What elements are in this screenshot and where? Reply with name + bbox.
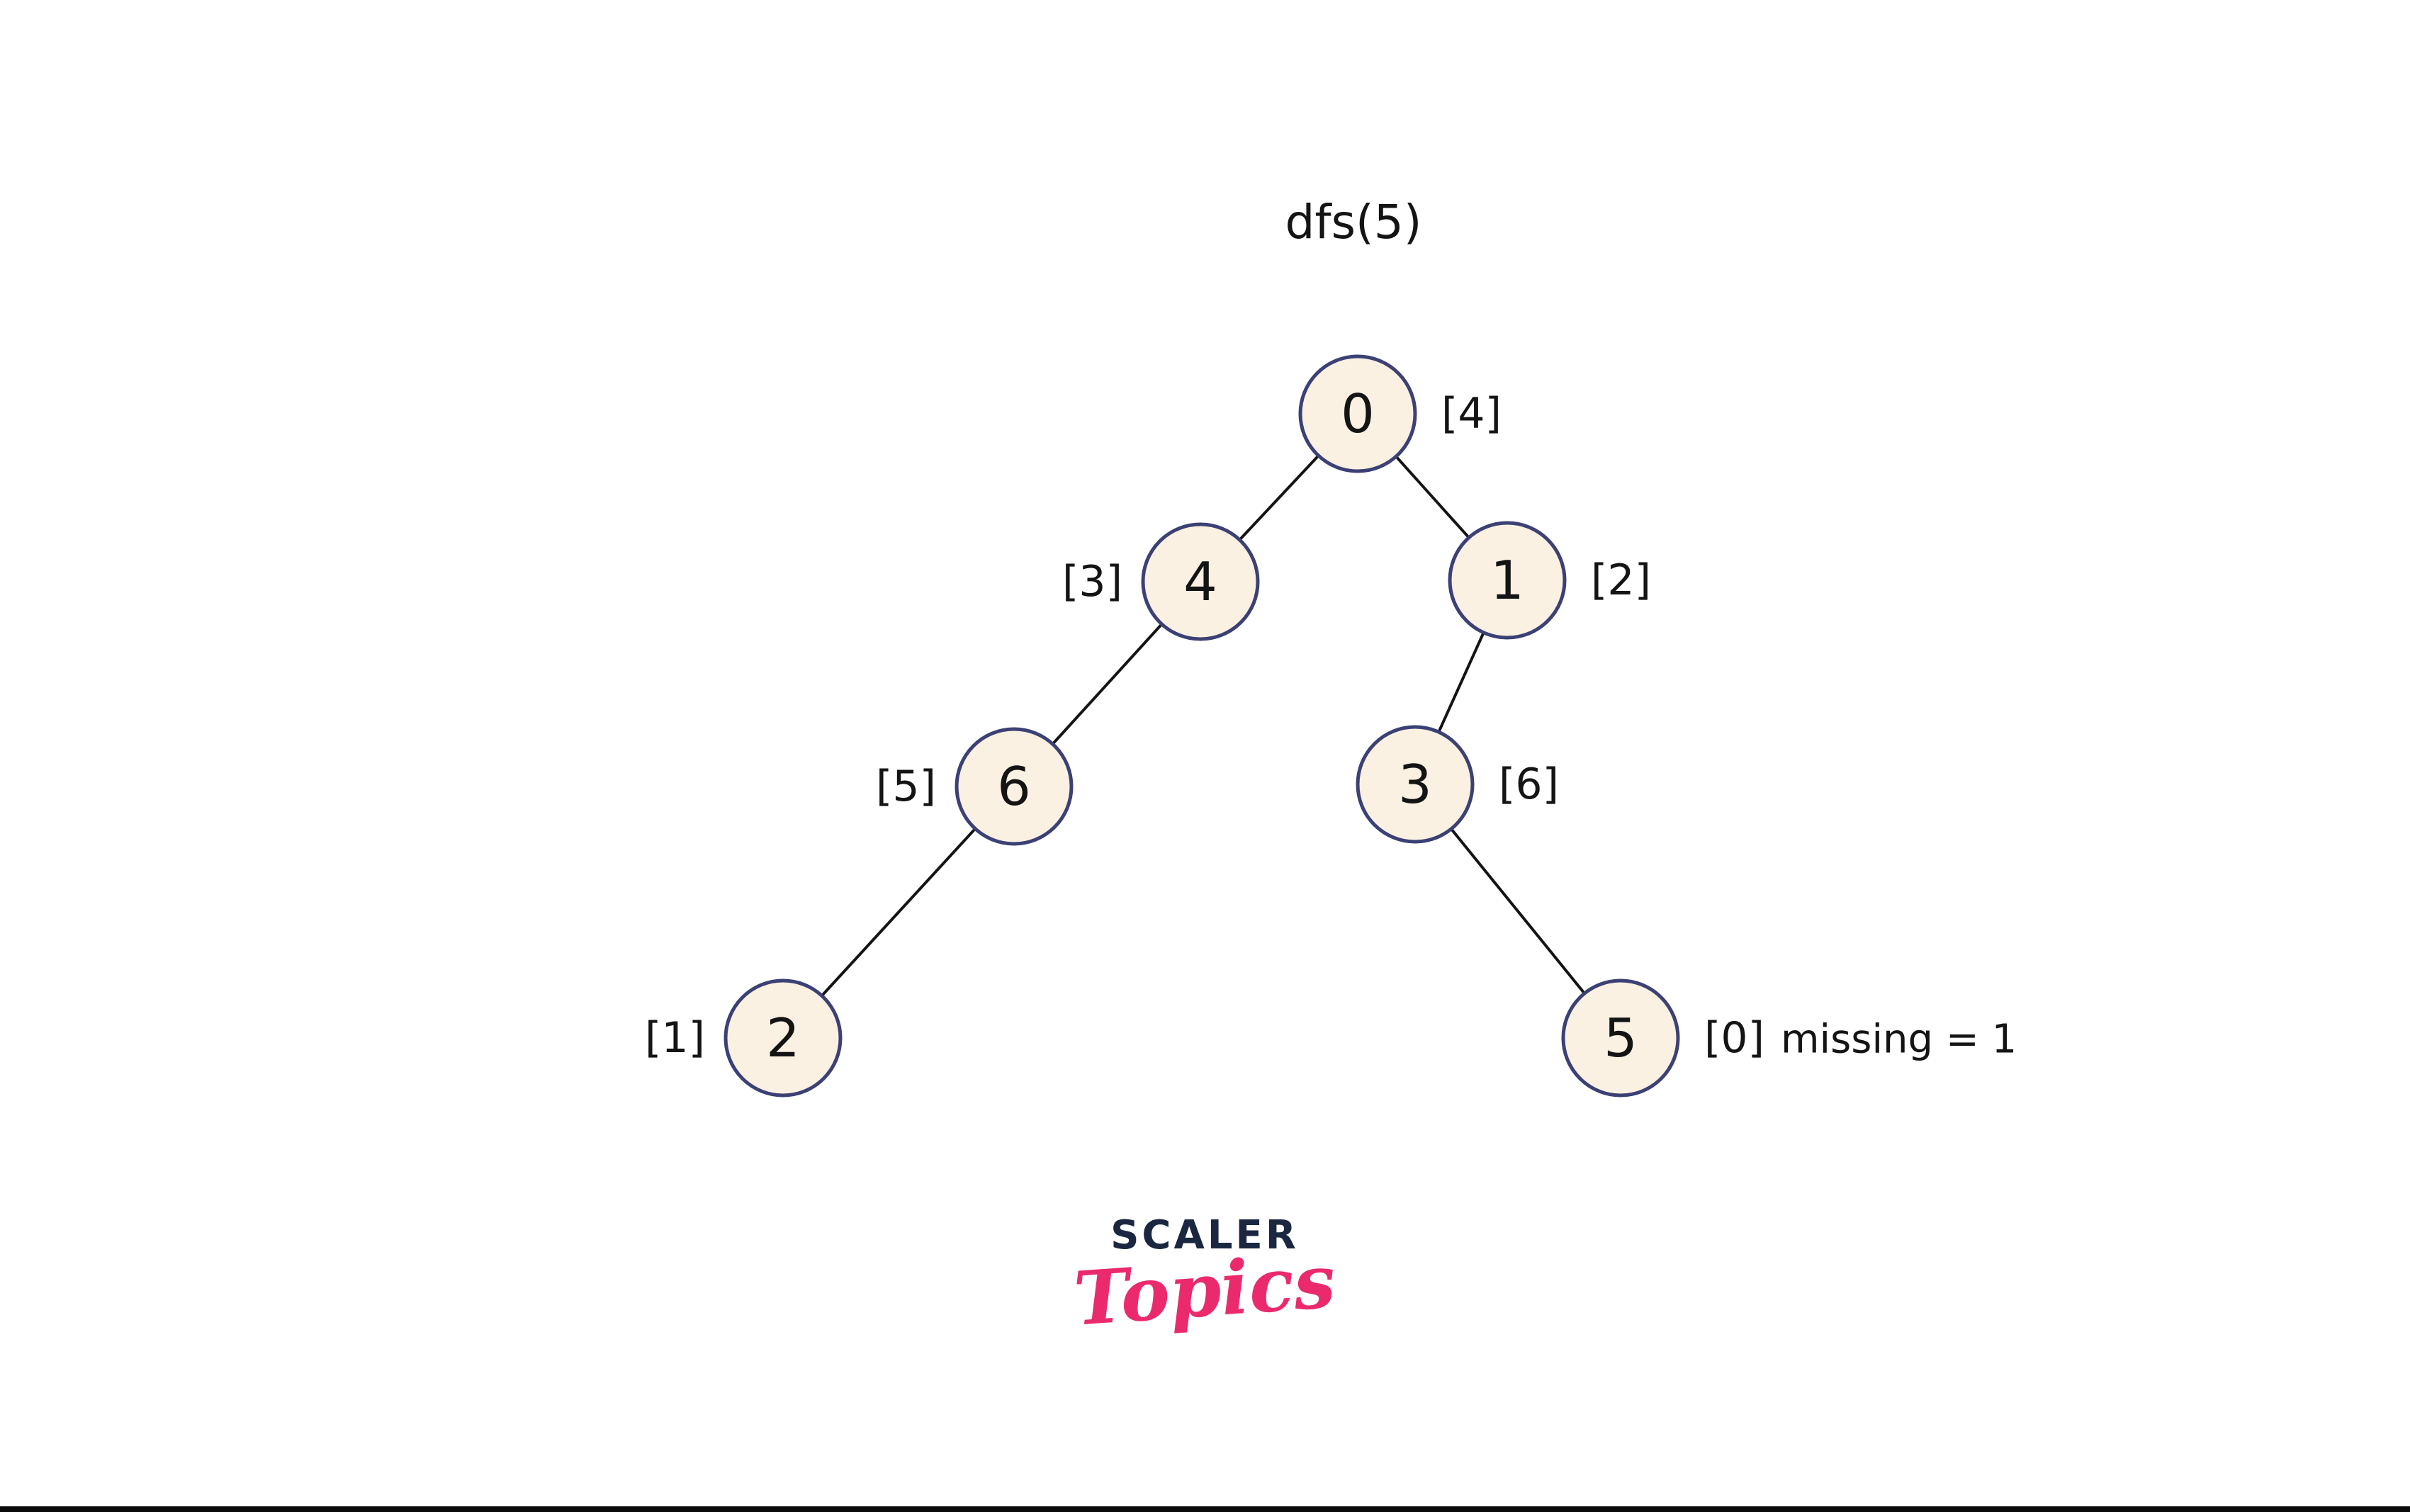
node-order-annotation: [3] <box>1062 557 1122 607</box>
tree-node-label: 1 <box>1490 549 1524 611</box>
tree-node-label: 2 <box>766 1007 800 1069</box>
node-order-annotation: [1] <box>645 1013 705 1063</box>
tree-node-label: 5 <box>1604 1007 1638 1069</box>
tree-node-circle <box>723 978 843 1098</box>
tree-node-circle <box>1448 521 1567 640</box>
tree-node-label: 4 <box>1183 551 1217 613</box>
node-order-annotation: [5] <box>876 762 936 811</box>
logo-topics-text: Topics <box>1071 1237 1339 1343</box>
bottom-border-line <box>0 1506 2410 1512</box>
node-order-annotation: [0] <box>1704 1013 1764 1063</box>
tree-node-circle <box>1356 725 1475 844</box>
scaler-topics-logo: SCALER Topics <box>1071 1212 1339 1343</box>
tree-node-label: 6 <box>997 755 1031 818</box>
logo-scaler-text: SCALER <box>1110 1212 1299 1258</box>
tree-node-circle <box>1561 978 1680 1098</box>
tree-node-circle <box>955 727 1074 846</box>
diagram-title: dfs(5) <box>1285 195 1422 249</box>
node-order-annotation: [2] <box>1591 555 1651 605</box>
tree-node-circle <box>1141 522 1260 641</box>
missing-count-note: missing = 1 <box>1781 1017 2017 1063</box>
node-order-annotation: [4] <box>1441 389 1502 439</box>
tree-node-label: 3 <box>1398 753 1432 816</box>
tree-node-circle <box>1298 354 1417 473</box>
node-order-annotation: [6] <box>1499 760 1559 809</box>
tree-node-label: 0 <box>1341 383 1375 445</box>
